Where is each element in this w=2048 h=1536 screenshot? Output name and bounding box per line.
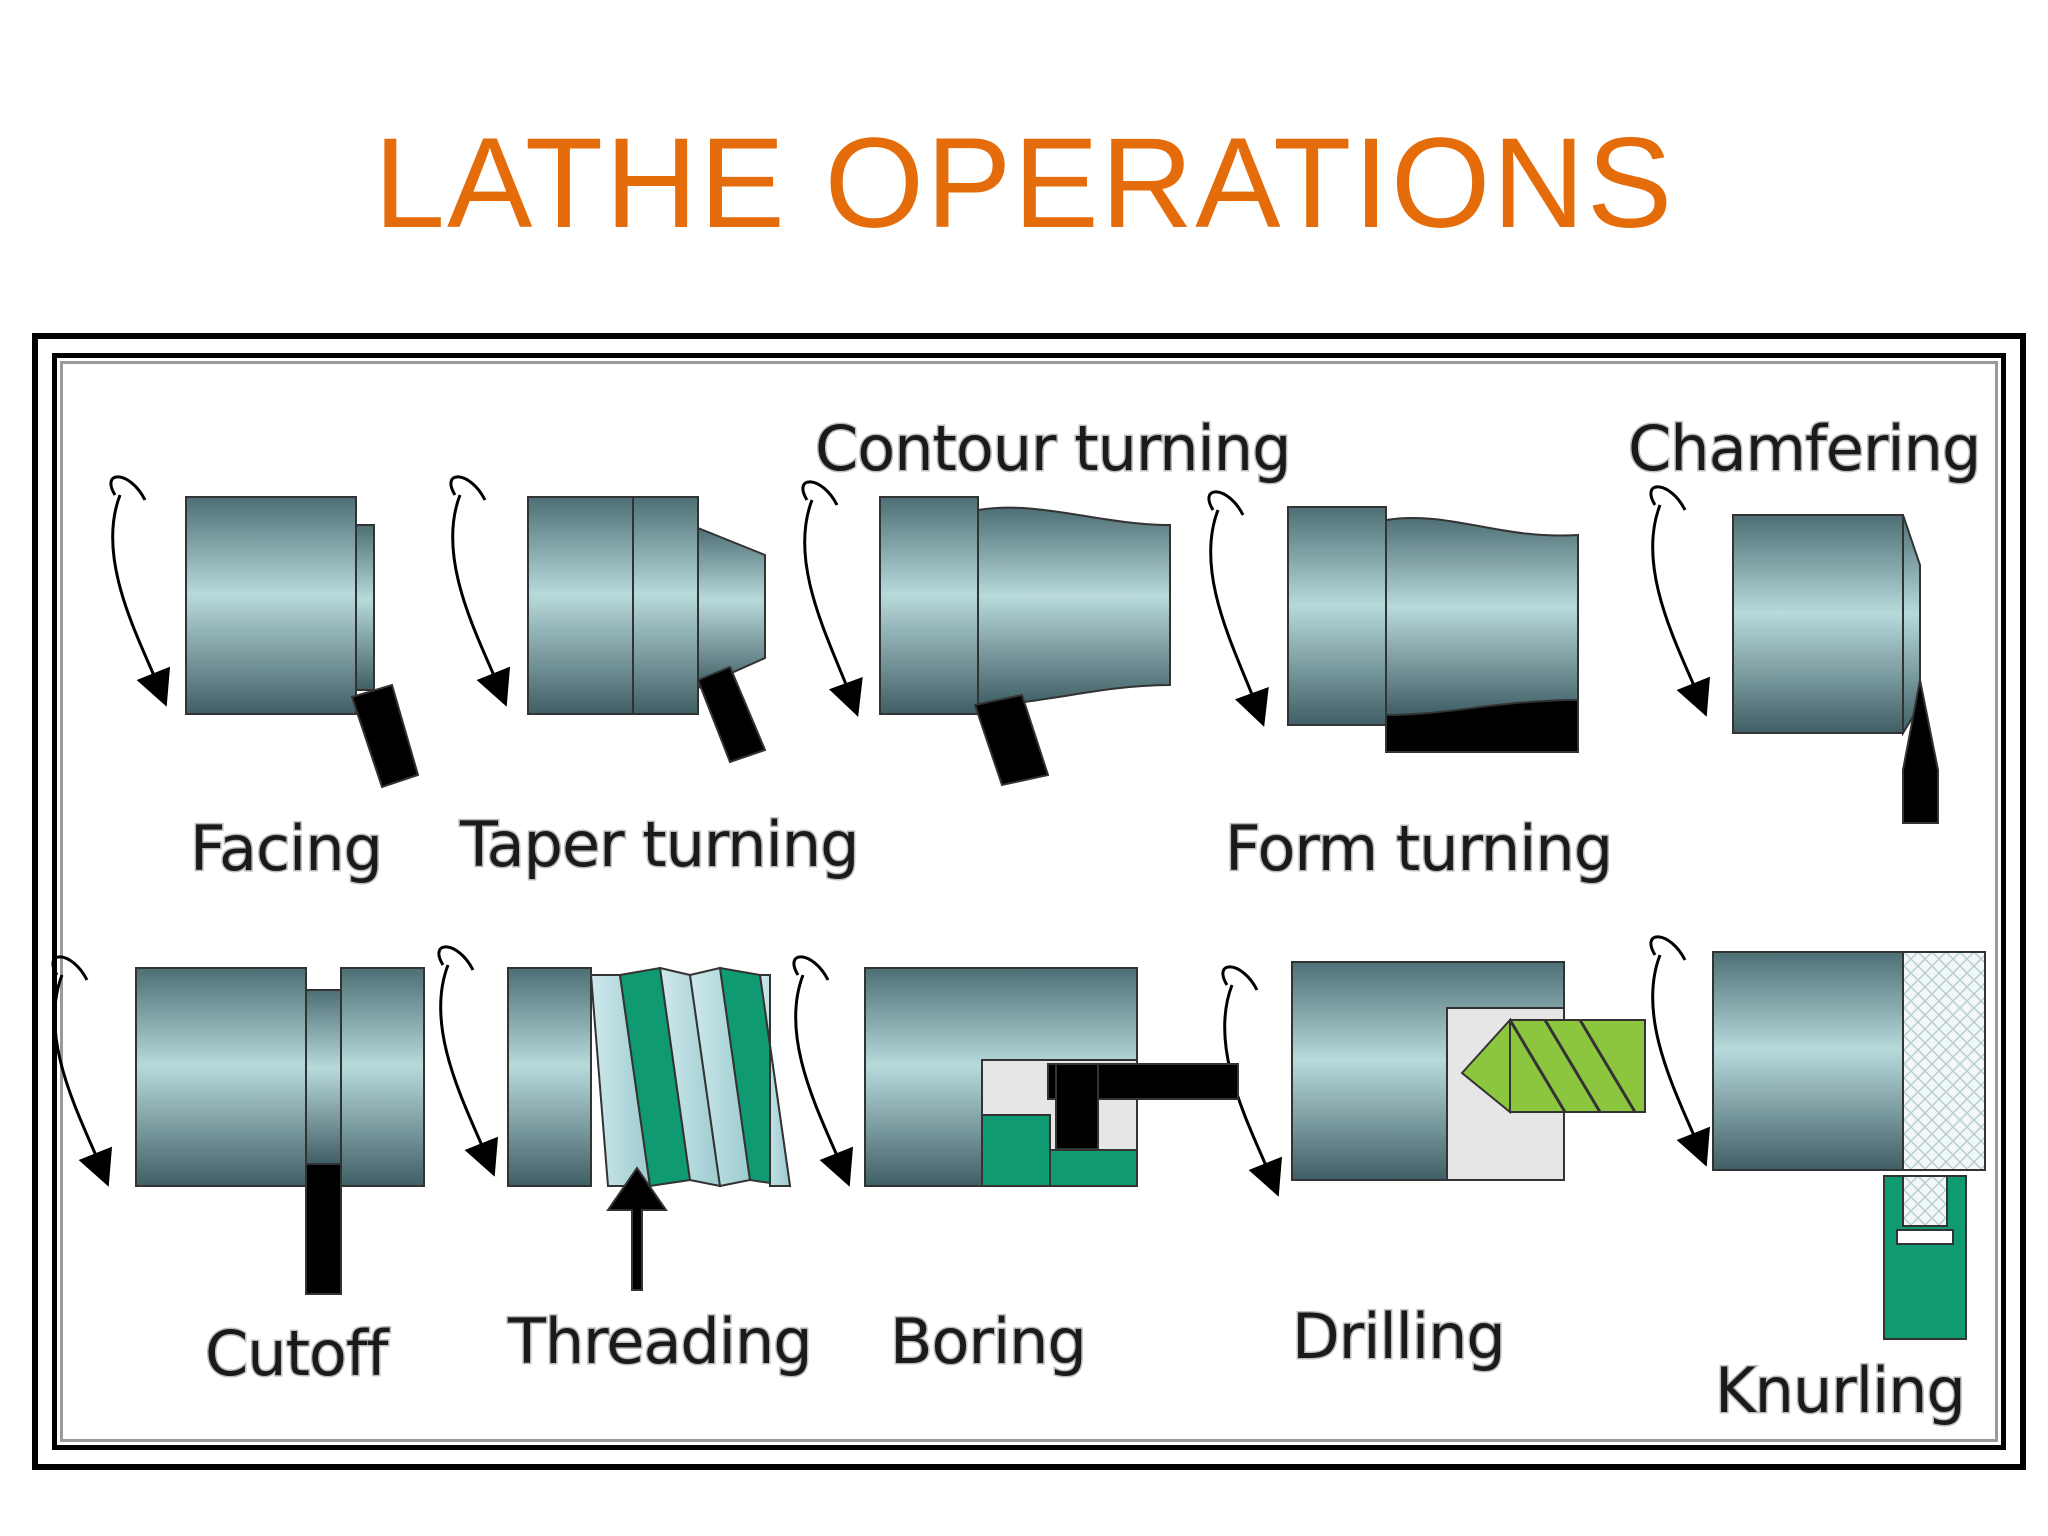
cutoff-groove: [305, 989, 342, 1165]
rotation-arrow-icon: [1651, 504, 1711, 717]
contour-turning-illustration: [879, 496, 1171, 787]
label-facing: Facing: [190, 812, 382, 885]
rotation-arrow-icon: [794, 974, 854, 1187]
boring-tool: [1055, 1063, 1099, 1150]
label-drilling: Drilling: [1292, 1300, 1505, 1373]
threading-workpiece: [507, 967, 592, 1187]
taper-tool: [696, 665, 767, 764]
rotation-arrow-icon: [801, 480, 839, 506]
taper-cone: [697, 526, 766, 690]
cutoff-workpiece-left: [135, 967, 307, 1187]
knurling-illustration: [1712, 951, 1986, 1340]
facing-illustration: [185, 496, 420, 789]
rotation-arrow-icon: [792, 955, 830, 981]
rotation-arrow-icon: [437, 945, 475, 971]
rotation-arrow-icon: [451, 494, 511, 707]
label-chamfering: Chamfering: [1628, 412, 1980, 485]
rotation-arrow-icon: [449, 475, 487, 501]
label-contour-turning: Contour turning: [815, 412, 1290, 485]
drill-flute: [1508, 1019, 1637, 1113]
rotation-arrow-icon: [111, 494, 171, 707]
contour-profile: [977, 506, 1171, 707]
label-taper-turning: Taper turning: [459, 808, 858, 881]
rotation-arrow-icon: [53, 974, 113, 1187]
form-turning-illustration: [1287, 506, 1579, 753]
rotation-arrows: [51, 475, 1711, 1197]
slide-title: LATHE OPERATIONS: [373, 112, 1675, 255]
taper-workpiece: [527, 496, 634, 715]
contour-workpiece: [879, 496, 979, 715]
rotation-arrow-icon: [803, 499, 863, 717]
drilling-illustration: [1291, 961, 1646, 1181]
label-form-turning: Form turning: [1225, 812, 1612, 885]
form-workpiece: [1287, 506, 1387, 726]
rotation-arrow-icon: [1207, 490, 1245, 516]
rotation-arrow-icon: [439, 964, 499, 1177]
form-tool: [1385, 698, 1579, 753]
chamfer-tool: [1902, 679, 1939, 824]
knurling-workpiece: [1712, 951, 1904, 1171]
threading-tool: [606, 1166, 668, 1291]
cutoff-workpiece-right: [340, 967, 425, 1187]
taper-section: [632, 496, 699, 715]
boring-wall-right: [1049, 1149, 1138, 1187]
knurled-surface: [1902, 951, 1986, 1171]
rotation-arrow-icon: [1651, 954, 1711, 1167]
threading-illustration: [507, 966, 792, 1291]
rotation-arrow-icon: [1649, 485, 1687, 511]
drill-body: [1509, 1019, 1646, 1113]
rotation-arrow-icon: [1649, 935, 1687, 961]
cutoff-tool: [305, 1163, 342, 1295]
label-boring: Boring: [890, 1305, 1086, 1378]
chamfer-workpiece: [1732, 514, 1904, 734]
cutoff-illustration: [135, 967, 425, 1295]
label-cutoff: Cutoff: [205, 1317, 391, 1390]
rotation-arrow-icon: [109, 475, 147, 501]
label-threading: Threading: [507, 1305, 812, 1378]
thread-flank: [758, 974, 792, 1187]
label-knurling: Knurling: [1715, 1354, 1965, 1427]
contour-tool: [973, 693, 1050, 787]
rotation-arrow-icon: [51, 955, 89, 981]
rotation-arrow-icon: [1221, 965, 1259, 991]
taper-turning-illustration: [527, 496, 767, 764]
facing-tool: [350, 683, 420, 789]
knurling-tool-slot: [1896, 1229, 1954, 1245]
boring-illustration: [864, 967, 1239, 1187]
form-profile: [1385, 516, 1579, 717]
facing-workpiece-face: [355, 524, 375, 691]
rotation-arrow-icon: [1209, 509, 1269, 727]
facing-workpiece: [185, 496, 357, 715]
knurling-wheel: [1902, 1175, 1948, 1227]
chamfering-illustration: [1732, 514, 1939, 824]
boring-wall-left: [981, 1114, 1051, 1187]
